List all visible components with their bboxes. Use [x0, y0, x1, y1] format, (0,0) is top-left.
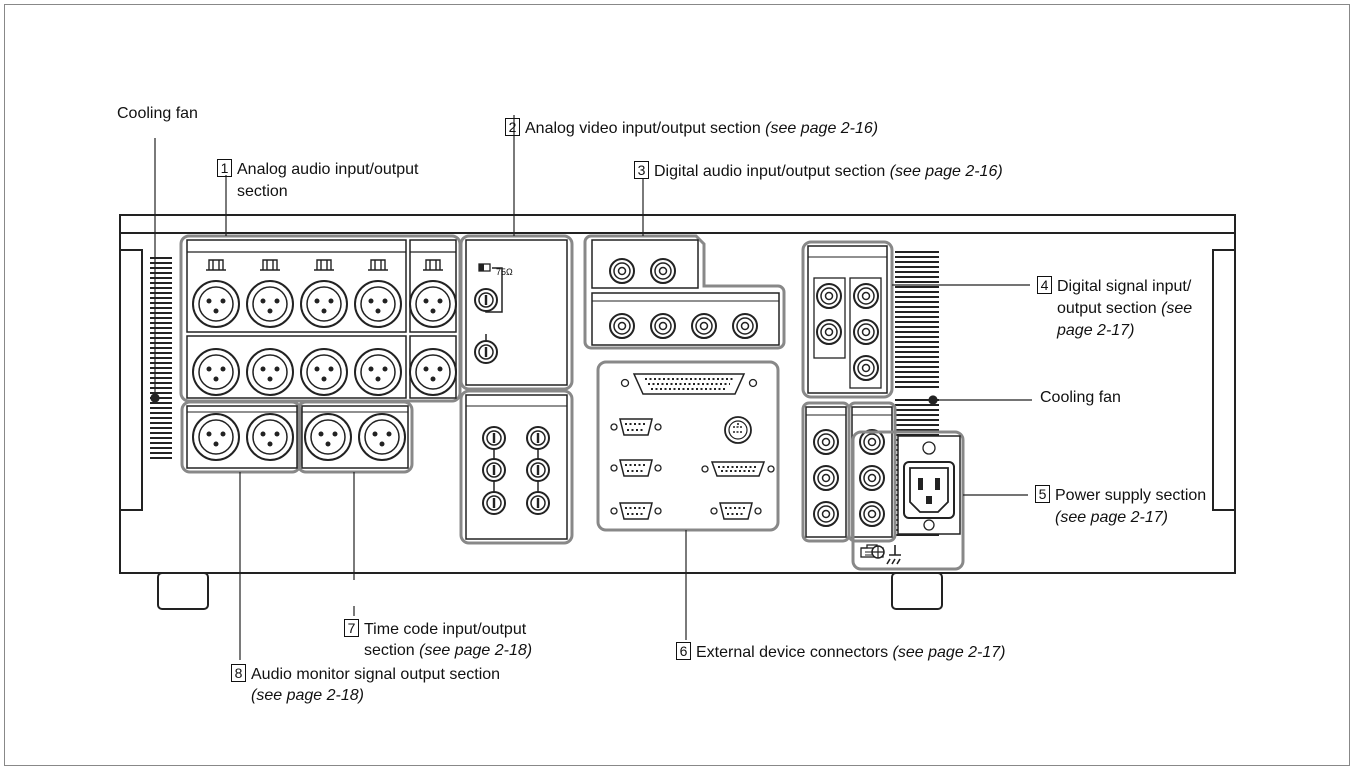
section-4-title: Digital signal input/: [1057, 278, 1192, 295]
label-section-5: 5 Power supply section: [1035, 485, 1206, 505]
analog-audio-section: [179, 234, 462, 403]
terminator-label: 75Ω: [496, 267, 513, 277]
section-5-ref: (see page 2-17): [1055, 509, 1168, 526]
section-8-ref: (see page 2-18): [251, 687, 364, 704]
label-section-8-ref: (see page 2-18): [251, 686, 364, 705]
section-5-title: Power supply section: [1055, 487, 1207, 504]
section-3-ref: (see page 2-16): [889, 163, 1003, 180]
power-supply-section: [801, 401, 965, 571]
label-section-5-ref: (see page 2-17): [1055, 508, 1168, 527]
number-box-5: 5: [1035, 485, 1050, 503]
section-6-ref: (see page 2-17): [892, 644, 1006, 661]
section-7-line2-text: section: [364, 642, 420, 659]
label-section-2: 2 Analog video input/output section (see …: [505, 118, 878, 138]
section-7-title: Time code input/output: [364, 621, 527, 638]
label-section-6: 6 External device connectors (see page 2-…: [676, 642, 1006, 662]
figure-frame: [4, 4, 1350, 766]
number-box-6: 6: [676, 642, 691, 660]
section-8-title: Audio monitor signal output section: [251, 666, 501, 683]
label-section-3: 3 Digital audio input/output section (see…: [634, 161, 1003, 181]
digital-audio-section: [583, 234, 786, 350]
section-3-title: Digital audio input/output section: [654, 163, 890, 180]
label-section-8: 8 Audio monitor signal output section: [231, 664, 500, 684]
number-box-7: 7: [344, 619, 359, 637]
label-section-1-line2: section: [237, 183, 288, 200]
number-box-1: 1: [217, 159, 232, 177]
external-device-section: [596, 360, 780, 532]
label-section-7: 7 Time code input/output: [344, 619, 526, 639]
monitor-timecode-section: [180, 400, 414, 474]
section-6-title: External device connectors: [696, 644, 893, 661]
label-section-4-line2: output section (see: [1057, 299, 1192, 318]
section-4-ref-b: page 2-17): [1057, 322, 1135, 339]
number-box-8: 8: [231, 664, 246, 682]
section-1-title: Analog audio input/output: [237, 161, 419, 178]
section-2-ref: (see page 2-16): [765, 120, 879, 137]
label-cooling-fan-left: Cooling fan: [117, 105, 198, 122]
section-4-line2-text: output section: [1057, 300, 1162, 317]
digital-signal-section: [801, 240, 894, 399]
analog-video-section: [459, 234, 574, 545]
label-section-1: 1 Analog audio input/output: [217, 159, 418, 179]
section-4-ref-a: (see: [1161, 300, 1193, 317]
number-box-4: 4: [1037, 276, 1052, 294]
number-box-3: 3: [634, 161, 649, 179]
cooling-fan-left-vents: [149, 257, 173, 459]
number-box-2: 2: [505, 118, 520, 136]
section-7-ref: (see page 2-18): [419, 642, 533, 659]
label-section-4-line3: page 2-17): [1057, 321, 1134, 340]
section-2-title: Analog video input/output section: [525, 120, 766, 137]
callout-lines: [150, 115, 1032, 660]
label-cooling-fan-right: Cooling fan: [1040, 389, 1121, 406]
label-section-4: 4 Digital signal input/: [1037, 276, 1191, 296]
label-section-7-line2: section (see page 2-18): [364, 641, 532, 660]
